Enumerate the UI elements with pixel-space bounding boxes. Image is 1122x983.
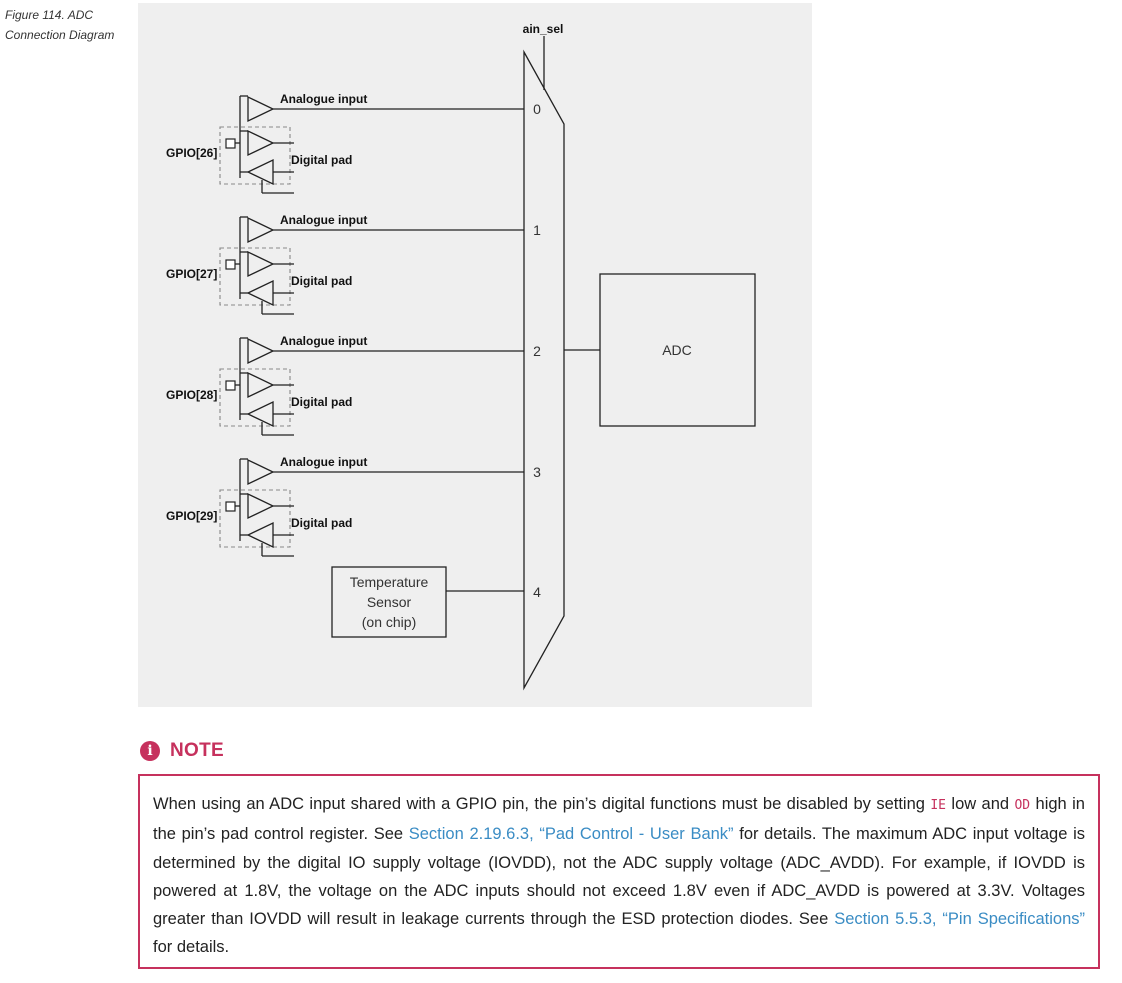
temperature-sensor-block	[331, 566, 447, 638]
mux-channel-label-1: 1	[533, 222, 541, 238]
note-text: When using an ADC input shared with a GP…	[153, 790, 1085, 962]
mux-channel-label-3: 3	[533, 464, 541, 480]
note-text-part-5: for details.	[153, 938, 230, 957]
info-icon: i	[140, 741, 160, 761]
digital-pad-label: Digital pad	[291, 153, 352, 167]
multiplexer	[523, 49, 565, 691]
analogue-input-label: Analogue input	[280, 455, 367, 469]
digital-pad-label: Digital pad	[291, 274, 352, 288]
pad-square-icon	[225, 259, 236, 270]
analogue-input-label: Analogue input	[280, 213, 367, 227]
note-text-part-2: low and	[946, 795, 1015, 813]
code-ie: IE	[930, 798, 946, 813]
temperature-sensor-line-1: Temperature	[350, 574, 429, 590]
note-text-part-4: for details. The maximum ADC input volta…	[153, 825, 1085, 929]
input-buffer-icon	[246, 279, 274, 307]
analogue-input-label: Analogue input	[280, 92, 367, 106]
digital-pad-box	[219, 247, 291, 306]
figure-caption: Figure 114. ADC Connection Diagram	[5, 8, 115, 42]
gpio-label: GPIO[26]	[166, 146, 217, 160]
mux-channel-label-2: 2	[533, 343, 541, 359]
analogue-input-label: Analogue input	[280, 334, 367, 348]
note-title: NOTE	[170, 740, 224, 761]
input-buffer-icon	[246, 400, 274, 428]
code-od: OD	[1014, 798, 1031, 813]
digital-pad-box	[219, 368, 291, 427]
gpio-label: GPIO[29]	[166, 509, 217, 523]
analogue-buffer-icon	[247, 216, 275, 244]
gpio-label: GPIO[27]	[166, 267, 217, 281]
pad-square-icon	[225, 380, 236, 391]
digital-pad-label: Digital pad	[291, 395, 352, 409]
digital-pad-box	[219, 489, 291, 548]
note-text-part-3: high in the pin’s pad control register. …	[153, 795, 1085, 844]
selector-label: ain_sel	[523, 22, 564, 36]
output-buffer-icon	[247, 250, 275, 278]
adc-block	[599, 273, 756, 427]
temperature-sensor-line-2: Sensor	[367, 594, 412, 610]
analogue-buffer-icon	[247, 458, 275, 486]
pad-square-icon	[225, 138, 236, 149]
adc-label: ADC	[662, 342, 692, 358]
digital-pad-box	[219, 126, 291, 185]
analogue-buffer-icon	[247, 337, 275, 365]
pin-specifications-section-link[interactable]: Section 5.5.3, “Pin Specifications”	[834, 910, 1085, 929]
digital-pad-label: Digital pad	[291, 516, 352, 530]
analogue-buffer-icon	[247, 95, 275, 123]
input-buffer-icon	[246, 158, 274, 186]
pad-square-icon	[225, 501, 236, 512]
pad-control-section-link[interactable]: Section 2.19.6.3, “Pad Control - User Ba…	[408, 825, 734, 844]
input-buffer-icon	[246, 521, 274, 549]
mux-channel-label-4: 4	[533, 584, 541, 600]
output-buffer-icon	[247, 371, 275, 399]
note-header: i NOTE	[140, 738, 224, 764]
gpio-label: GPIO[28]	[166, 388, 217, 402]
output-buffer-icon	[247, 492, 275, 520]
output-buffer-icon	[247, 129, 275, 157]
note-box: When using an ADC input shared with a GP…	[138, 774, 1100, 969]
mux-channel-label-0: 0	[533, 101, 541, 117]
note-text-part-1: When using an ADC input shared with a GP…	[153, 795, 931, 813]
temperature-sensor-line-3: (on chip)	[362, 614, 416, 630]
